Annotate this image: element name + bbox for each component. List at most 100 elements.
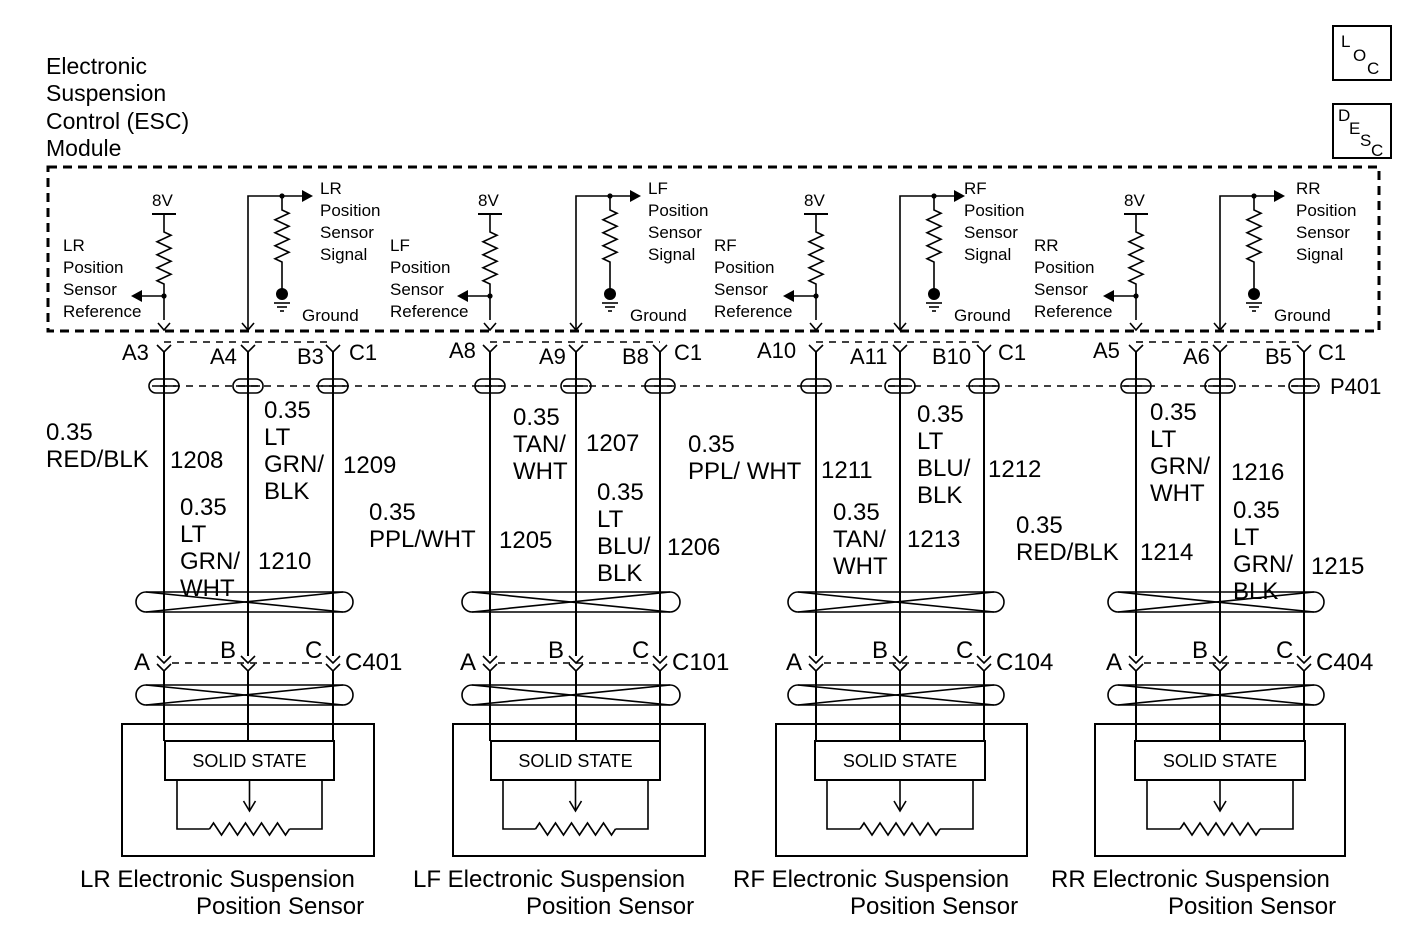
pin-chevron-icon	[976, 655, 992, 665]
sensor-name-line: Position Sensor	[526, 893, 694, 920]
pin-chevron-icon	[1212, 655, 1228, 665]
wire-spec-line: LT	[1233, 524, 1260, 551]
wire-spec-line: TAN/	[513, 431, 566, 458]
wire-spec-line: GRN/	[1233, 551, 1293, 578]
ref-label-line: Reference	[63, 302, 141, 321]
signal-label-line: Sensor	[1296, 223, 1350, 242]
pulldown-resistor-icon	[601, 196, 619, 290]
svg-text:L: L	[1341, 32, 1350, 51]
sensor-name-line: Position Sensor	[850, 893, 1018, 920]
ref-label-line: LR	[63, 236, 85, 255]
wire-spec-line: 0.35	[917, 401, 964, 428]
twist-line	[797, 684, 995, 706]
ground-icon	[928, 288, 940, 300]
wire-spec-line: BLU/	[917, 455, 971, 482]
wire-spec-line: GRN/	[180, 548, 240, 575]
pin-chevron-icon	[1128, 344, 1144, 354]
ref-label-line: Position	[1034, 258, 1094, 277]
connector-pin-label: C	[1276, 637, 1293, 664]
p401-label: P401	[1330, 374, 1381, 399]
pin-label: A10	[757, 338, 796, 363]
ground-label: Ground	[302, 306, 359, 325]
svg-text:C: C	[1367, 59, 1379, 78]
wire-spec-line: LT	[1150, 426, 1177, 453]
wire-spec-line: RED/BLK	[1016, 539, 1119, 566]
pin-label: A6	[1183, 344, 1210, 369]
signal-line	[1219, 195, 1274, 330]
arrow-left-icon	[131, 290, 142, 302]
solid-state-label: SOLID STATE	[192, 751, 306, 771]
pin-chevron-icon	[156, 663, 172, 673]
chevron-down-icon	[241, 322, 255, 332]
wire-spec-line: TAN/	[833, 526, 886, 553]
pin-chevron-icon	[652, 655, 668, 665]
chevron-down-icon	[569, 322, 583, 332]
pin-chevron-icon	[808, 344, 824, 354]
module-title-line: Electronic	[46, 53, 147, 79]
pin-chevron-icon	[1212, 663, 1228, 673]
pulldown-resistor-icon	[925, 196, 943, 290]
twist-line	[471, 684, 671, 706]
circuit-number: 1205	[499, 527, 552, 554]
signal-label-line: Position	[320, 201, 380, 220]
twist-line	[797, 591, 995, 613]
arrow-right-icon	[1274, 190, 1285, 202]
wire-spec-line: 0.35	[1150, 399, 1197, 426]
wire-spec-line: PPL/WHT	[369, 526, 476, 553]
sensor-name-line: Position Sensor	[1168, 893, 1336, 920]
arrow-down-icon	[242, 800, 257, 813]
pin-chevron-icon	[156, 655, 172, 665]
pin-label: A11	[850, 344, 888, 369]
pin-chevron-icon	[240, 344, 256, 354]
connector-pin-label: A	[460, 649, 476, 676]
circuit-number: 1215	[1311, 553, 1364, 580]
twist-line	[1117, 591, 1315, 613]
circuit-number: 1216	[1231, 459, 1284, 486]
solid-state-label: SOLID STATE	[518, 751, 632, 771]
wire-spec-line: 0.35	[264, 397, 311, 424]
arrow-right-icon	[954, 190, 965, 202]
pullup-resistor-icon	[155, 214, 173, 320]
ref-label-line: LF	[390, 236, 410, 255]
signal-label-line: Signal	[964, 245, 1011, 264]
circuit-number: 1206	[667, 534, 720, 561]
signal-label-line: Sensor	[964, 223, 1018, 242]
pin-chevron-icon	[1212, 344, 1228, 354]
connector-pin-label: B	[220, 637, 236, 664]
pin-chevron-icon	[240, 655, 256, 665]
signal-label-line: RR	[1296, 179, 1321, 198]
svg-text:C: C	[1371, 141, 1383, 160]
sensor-internal-line	[176, 780, 210, 830]
ground-icon	[276, 288, 288, 300]
sensor-housing	[775, 723, 1028, 857]
solid-state-label: SOLID STATE	[843, 751, 957, 771]
desc-icon: D E S C	[1332, 103, 1392, 160]
loc-icon: L O C	[1332, 25, 1392, 81]
module-boundary	[46, 165, 1381, 333]
pin-chevron-icon	[1296, 663, 1312, 673]
pin-label: A4	[210, 344, 237, 369]
chevron-down-icon	[893, 322, 907, 332]
signal-label-line: LF	[648, 179, 668, 198]
pin-chevron-icon	[156, 344, 172, 354]
twist-line	[1117, 684, 1315, 706]
pin-label: C1	[998, 340, 1026, 365]
signal-label-line: Signal	[320, 245, 367, 264]
pin-chevron-icon	[652, 663, 668, 673]
wire-spec-line: PPL/ WHT	[688, 458, 802, 485]
pin-chevron-icon	[325, 655, 341, 665]
pin-label: B5	[1265, 344, 1292, 369]
arrow-right-icon	[302, 190, 313, 202]
pin-label: C1	[349, 340, 377, 365]
pin-label: B10	[932, 344, 971, 369]
module-title-line: Suspension	[46, 80, 166, 106]
wire-spec-line: WHT	[513, 458, 568, 485]
arrow-down-icon	[893, 800, 907, 813]
supply-voltage-label: 8V	[478, 191, 499, 210]
pin-chevron-icon	[482, 344, 498, 354]
connector-pin-label: A	[786, 649, 802, 676]
module-title: Electronic Suspension Control (ESC) Modu…	[46, 53, 189, 161]
ground-label: Ground	[954, 306, 1011, 325]
